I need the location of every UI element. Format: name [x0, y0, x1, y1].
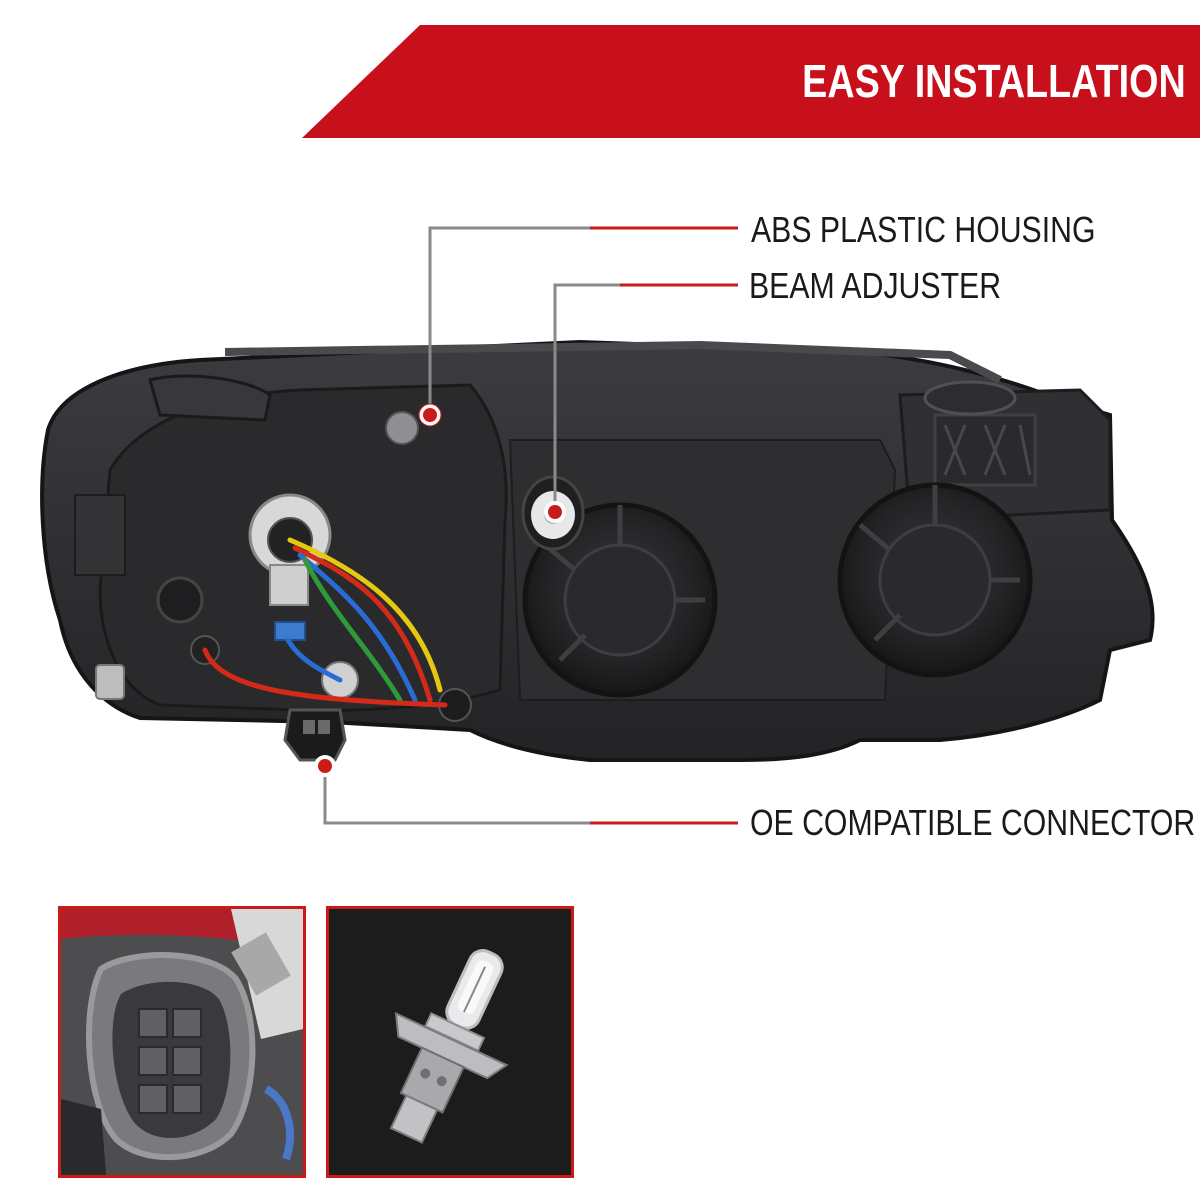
wiring-harness — [202, 537, 448, 708]
callout-dots — [314, 403, 566, 777]
callout-oe-connector: OE COMPATIBLE CONNECTOR — [750, 802, 1196, 843]
callout-leaders — [323, 226, 738, 825]
header-banner — [302, 25, 1200, 138]
bulb-cap-left — [522, 502, 718, 698]
thumbnail-connector-closeup — [58, 906, 306, 1178]
bulb-cap-right — [837, 482, 1033, 678]
oe-connector — [283, 708, 347, 762]
callout-beam-adjuster: BEAM ADJUSTER — [749, 265, 1002, 306]
banner-title: EASY INSTALLATION — [802, 55, 1186, 107]
thumbnail-h1-bulb — [326, 906, 574, 1178]
callout-abs-plastic-housing: ABS PLASTIC HOUSING — [751, 209, 1096, 250]
bulb-socket — [190, 493, 472, 722]
